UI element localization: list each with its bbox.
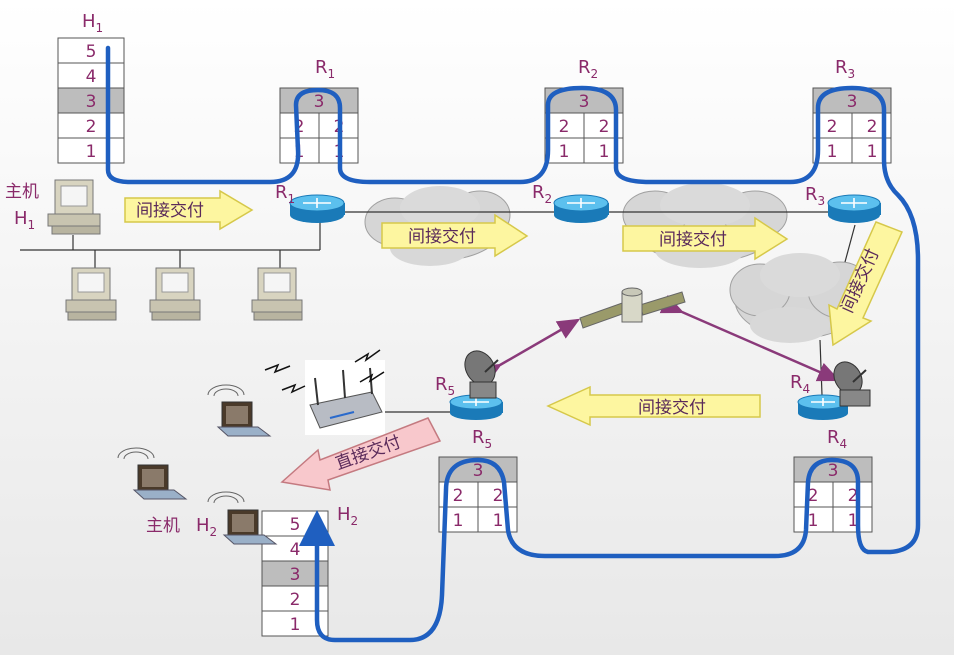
- host2-layer-3: 3: [290, 565, 301, 585]
- router5-layer-2b: 2: [493, 486, 504, 506]
- laptop-icon-2: [117, 447, 188, 500]
- router5-icon-label: R5: [435, 374, 455, 398]
- router2-layer-2b: 2: [599, 117, 610, 137]
- lan-computer-icon-2: [149, 267, 201, 321]
- router2-protocol-stack: 3 2 2 1 1 R2: [544, 57, 624, 164]
- satellite-links: [477, 294, 841, 384]
- router4-stack-label: R4: [827, 427, 847, 451]
- host1-layer-5: 5: [86, 42, 97, 62]
- host1-label-name: H1: [14, 208, 35, 232]
- host2-layer-4: 4: [290, 540, 301, 560]
- svg-text:间接交付: 间接交付: [408, 227, 476, 247]
- router5-layer-3: 3: [473, 461, 484, 481]
- router4-layer-1a: 1: [808, 511, 819, 531]
- router4-layer-3: 3: [828, 461, 839, 481]
- host1-layer-4: 4: [86, 67, 97, 87]
- router3-icon: R3: [805, 184, 881, 223]
- host1-layer-3: 3: [86, 92, 97, 112]
- network-cables: [20, 211, 856, 413]
- satellite-dish-icon-r4: [833, 361, 871, 407]
- host2-layer-5: 5: [290, 515, 301, 535]
- router1-icon-label: R1: [275, 182, 295, 206]
- indirect-delivery-arrow-1: 间接交付: [124, 189, 254, 231]
- host1-computer-icon: [47, 179, 101, 235]
- host2-label-cn: 主机: [146, 516, 180, 536]
- host1-protocol-stack: 5 4 3 2 1: [57, 37, 125, 164]
- laptop-icon-1: [207, 384, 272, 437]
- router5-layer-1a: 1: [453, 511, 464, 531]
- router4-layer-2a: 2: [808, 486, 819, 506]
- host2-top-label: H2: [337, 504, 358, 528]
- router3-layer-3: 3: [847, 92, 858, 112]
- host1-label-cn: 主机: [5, 182, 39, 202]
- svg-text:直接交付: 直接交付: [333, 432, 404, 474]
- router4-icon: R4: [790, 372, 849, 420]
- router2-layer-1b: 1: [599, 142, 610, 162]
- router5-stack-label: R5: [472, 427, 492, 451]
- router3-layer-1a: 1: [827, 142, 838, 162]
- router5-layer-1b: 1: [493, 511, 504, 531]
- router3-layer-2a: 2: [827, 117, 838, 137]
- router1-stack-label: R1: [315, 57, 335, 81]
- satellite-icon: [579, 287, 686, 329]
- router3-protocol-stack: 3 2 2 1 1 R3: [812, 57, 892, 164]
- router2-layer-1a: 1: [559, 142, 570, 162]
- indirect-delivery-arrow-5: 间接交付: [546, 385, 761, 427]
- router2-icon-label: R2: [532, 182, 552, 206]
- lan-computer-icon-1: [65, 267, 117, 321]
- laptop-icon-host2: [207, 491, 278, 545]
- router1-protocol-stack: 3 2 2 1 1 R1: [279, 57, 359, 164]
- satellite-dish-icon-r5: [464, 350, 499, 399]
- wireless-signal-icon: [264, 349, 385, 394]
- router3-stack-label: R3: [835, 57, 855, 81]
- router4-layer-2b: 2: [848, 486, 859, 506]
- router2-stack-label: R2: [578, 57, 598, 81]
- host2-label-name: H2: [196, 515, 217, 539]
- host1-layer-1: 1: [86, 142, 97, 162]
- router2-icon: R2: [532, 182, 609, 223]
- host2-layer-2: 2: [290, 590, 301, 610]
- router2-layer-2a: 2: [559, 117, 570, 137]
- host1-layer-2: 2: [86, 117, 97, 137]
- svg-text:间接交付: 间接交付: [659, 230, 727, 250]
- router3-icon-label: R3: [805, 184, 825, 208]
- lan-computer-icon-3: [251, 267, 303, 321]
- router2-layer-3: 3: [579, 92, 590, 112]
- host1-top-label: H1: [82, 11, 103, 35]
- router3-layer-1b: 1: [867, 142, 878, 162]
- indirect-delivery-arrow-2: 间接交付: [381, 213, 529, 258]
- packet-path: [105, 45, 921, 643]
- host2-layer-1: 1: [290, 615, 301, 635]
- wireless-access-point-icon: [305, 360, 385, 435]
- indirect-delivery-arrow-3: 间接交付: [622, 216, 789, 261]
- router3-layer-2b: 2: [867, 117, 878, 137]
- router1-icon: R1: [275, 182, 345, 223]
- svg-text:间接交付: 间接交付: [638, 398, 706, 418]
- router4-icon-label: R4: [790, 372, 810, 396]
- svg-text:间接交付: 间接交付: [136, 201, 204, 221]
- router4-protocol-stack: 3 2 2 1 1 R4: [793, 427, 873, 533]
- router1-layer-3: 3: [314, 92, 325, 112]
- router5-layer-2a: 2: [453, 486, 464, 506]
- router4-layer-1b: 1: [848, 511, 859, 531]
